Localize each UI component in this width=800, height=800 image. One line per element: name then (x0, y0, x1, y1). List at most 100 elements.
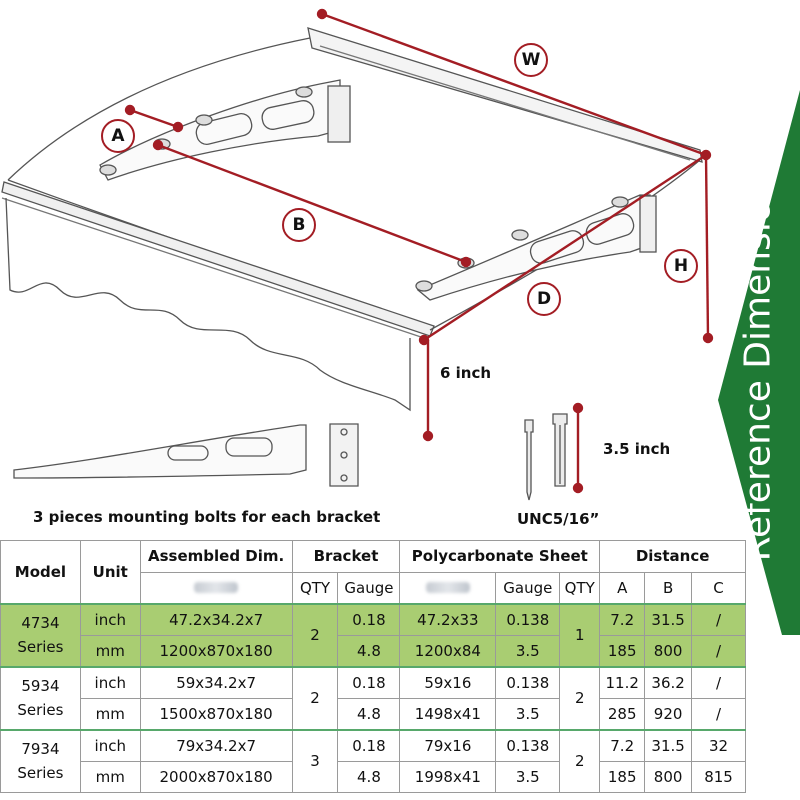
dimension-d-line (423, 153, 707, 342)
mounting-bolts-drawing (524, 413, 568, 501)
bracket-gauge-cell: 0.18 (337, 602, 401, 636)
assembled-cell: 59x34.2x7 (139, 665, 293, 699)
canopy-diagram (1, 8, 714, 501)
header-unit: Unit (79, 540, 141, 604)
distance-b-cell: 800 (644, 760, 693, 793)
wall-plate-detail (329, 423, 359, 487)
redacted-chip (194, 581, 239, 593)
sheet-back-curve (7, 37, 311, 181)
banner-title: Reference Dimensions (737, 158, 779, 562)
sheet-cell: 79x16 (399, 728, 497, 762)
sheet-gauge-cell: 0.138 (495, 728, 561, 762)
left-bracket-slot (195, 113, 253, 145)
distance-c-cell: 815 (691, 760, 746, 793)
bracket-gauge-cell: 4.8 (337, 697, 401, 730)
distance-b-cell: 31.5 (644, 728, 693, 762)
spec-table: Model Unit Assembled Dim. Bracket Polyca… (0, 540, 746, 793)
canopy-drawing (1, 27, 703, 501)
assembled-cell: 2000x870x180 (139, 760, 293, 793)
sheet-gauge-cell: 3.5 (495, 760, 561, 793)
distance-c-cell: / (691, 602, 746, 636)
distance-a-cell: 185 (599, 634, 646, 667)
redacted-label (399, 571, 497, 604)
bolts-caption: 3 pieces mounting bolts for each bracket (33, 508, 381, 526)
model-series: Series (17, 764, 64, 783)
distance-a-cell: 7.2 (599, 728, 646, 762)
bracket-qty-cell: 2 (291, 665, 339, 730)
subheader-sheet-qty: QTY (559, 571, 601, 604)
sheet-front-wave (5, 197, 411, 412)
distance-a-cell: 7.2 (599, 602, 646, 636)
model-series: Series (17, 638, 64, 656)
unit-cell: inch (79, 602, 141, 636)
assembled-cell: 1200x870x180 (139, 634, 293, 667)
distance-a-cell: 285 (599, 697, 646, 730)
unit-cell: mm (79, 634, 141, 667)
sheet-qty-cell: 2 (559, 728, 601, 793)
three-five-inch-label: 3.5 inch (603, 440, 671, 458)
model-series: Series (17, 701, 64, 719)
dimension-h-line (704, 154, 710, 339)
subheader-bracket-gauge: Gauge (337, 571, 401, 604)
distance-b-cell: 920 (644, 697, 693, 730)
right-bracket-slot (585, 213, 635, 245)
unit-cell: inch (79, 728, 141, 762)
sheet-qty-cell: 1 (559, 602, 601, 667)
bracket-detail-slot (225, 437, 273, 457)
table-row: mm 1500x870x180 4.8 1498x41 3.5 285 920 … (1, 697, 746, 730)
header-distance: Distance (599, 540, 746, 573)
callout-w: W (514, 43, 548, 77)
six-inch-label: 6 inch (440, 364, 492, 382)
sheet-gauge-cell: 3.5 (495, 697, 561, 730)
left-bracket-slot (261, 100, 315, 130)
subheader-bracket-qty: QTY (291, 571, 339, 604)
callout-d: D (527, 282, 561, 316)
dimension-lines (124, 8, 714, 494)
sheet-cell: 1998x41 (399, 760, 497, 793)
header-bracket: Bracket (291, 540, 401, 573)
unit-cell: mm (79, 697, 141, 730)
distance-c-cell: / (691, 697, 746, 730)
bracket-detail-slot (167, 445, 209, 461)
bracket-gauge-cell: 4.8 (337, 760, 401, 793)
table-row: mm 2000x870x180 4.8 1998x41 3.5 185 800 … (1, 760, 746, 793)
header-model: Model (0, 540, 81, 604)
bracket-qty-cell: 3 (291, 728, 339, 793)
callout-h: H (664, 249, 698, 283)
left-wall-plate (327, 85, 351, 143)
distance-b-cell: 36.2 (644, 665, 693, 699)
reference-banner (718, 90, 800, 635)
sheet-cell: 1498x41 (399, 697, 497, 730)
bracket-qty-cell: 2 (291, 602, 339, 667)
distance-c-cell: / (691, 634, 746, 667)
front-rail (1, 181, 435, 337)
table-header-row: Model Unit Assembled Dim. Bracket Polyca… (0, 540, 746, 604)
table-subheader-row: QTY Gauge Gauge QTY A B C (1, 571, 746, 604)
sheet-gauge-cell: 3.5 (495, 634, 561, 667)
assembled-cell: 1500x870x180 (139, 697, 293, 730)
wall-rail (307, 27, 703, 163)
subheader-sheet-gauge: Gauge (495, 571, 561, 604)
subheader-a: A (599, 571, 646, 604)
subheader-b: B (644, 571, 693, 604)
bracket-gauge-cell: 0.18 (337, 665, 401, 699)
unit-cell: inch (79, 665, 141, 699)
header-sheet: Polycarbonate Sheet (399, 540, 601, 573)
right-bracket-slot (529, 230, 585, 264)
distance-c-cell: / (691, 665, 746, 699)
dimension-a-line (129, 108, 179, 129)
model-number: 5934 (21, 677, 60, 695)
sheet-gauge-cell: 0.138 (495, 602, 561, 636)
redacted-label (139, 571, 293, 604)
sheet-qty-cell: 2 (559, 665, 601, 730)
distance-b-cell: 800 (644, 634, 693, 667)
table-row: mm 1200x870x180 4.8 1200x84 3.5 185 800 … (1, 634, 746, 667)
model-number: 7934 (21, 740, 60, 759)
bolt-spec-label: UNC5/16” (517, 510, 600, 528)
distance-a-cell: 185 (599, 760, 646, 793)
